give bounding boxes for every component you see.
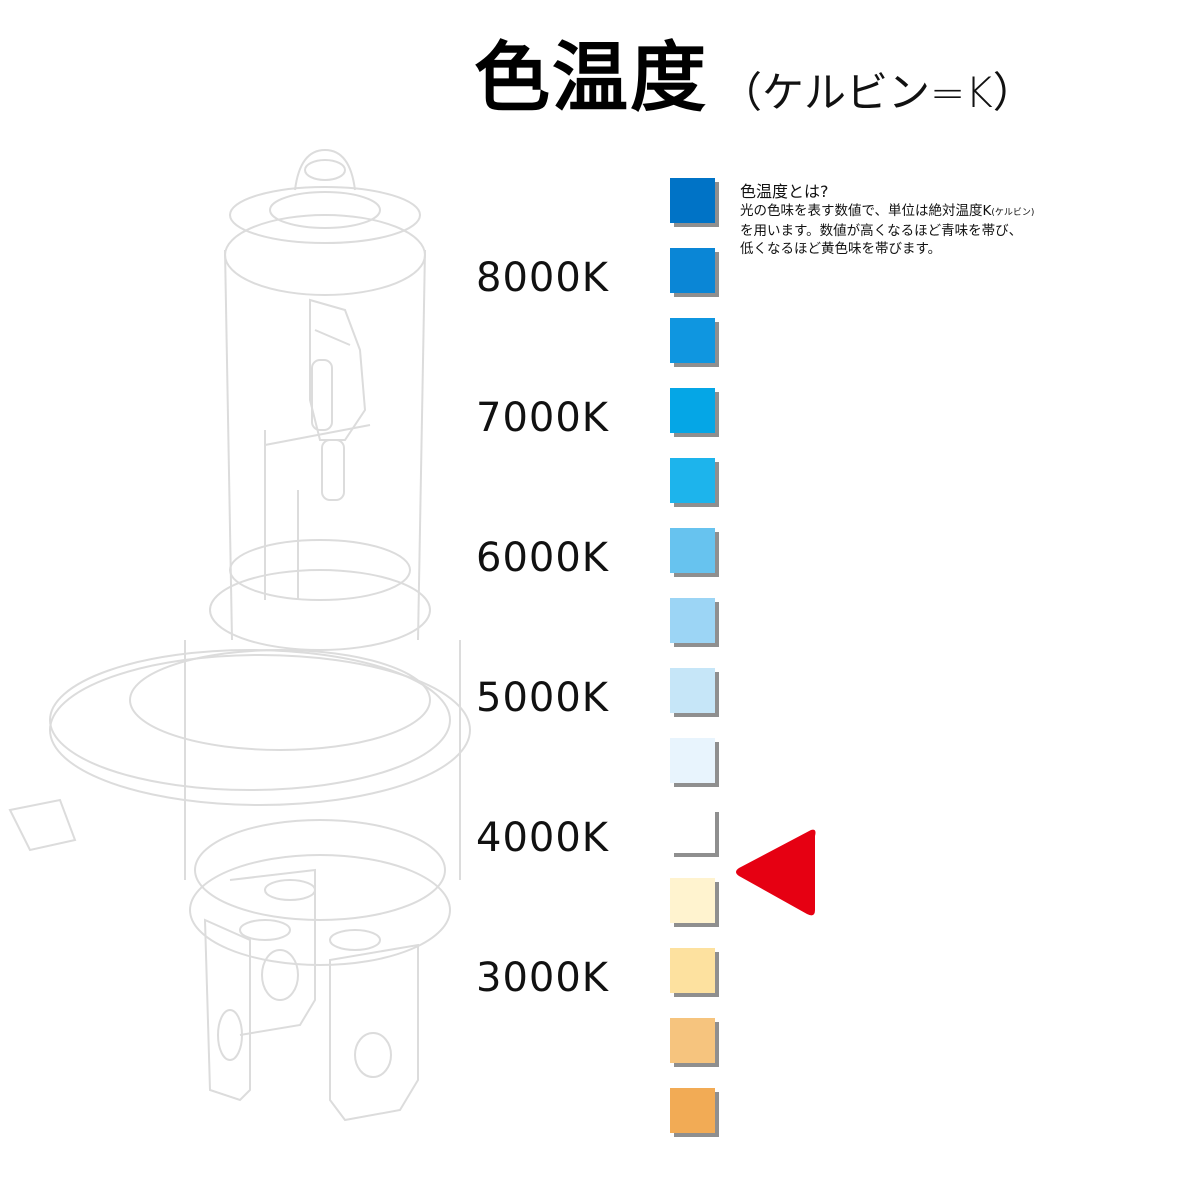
color-swatch <box>670 738 719 787</box>
color-swatch <box>670 528 719 577</box>
scale-label-3000k: 3000K <box>476 955 610 1001</box>
swatch-face <box>670 668 715 713</box>
color-swatch <box>670 388 719 437</box>
page-title: 色温度 <box>474 33 708 122</box>
swatch-face <box>670 318 715 363</box>
info-line: 低くなるほど黄色味を帯びます。 <box>740 241 942 257</box>
info-line: 光の色味を表す数値で、単位は絶対温度K(ケルビン) <box>740 202 1034 222</box>
scale-label-4000k: 4000K <box>476 815 610 861</box>
color-swatch <box>670 178 719 227</box>
swatch-face <box>670 878 715 923</box>
info-line-suffix: (ケルビン) <box>991 208 1035 218</box>
color-swatch <box>670 318 719 367</box>
color-swatch <box>670 878 719 927</box>
scale-label-5000k: 5000K <box>476 675 610 721</box>
info-heading: 色温度とは? <box>740 182 829 201</box>
swatch-face <box>670 1088 715 1133</box>
color-swatch <box>670 458 719 507</box>
swatch-face <box>670 248 715 293</box>
swatch-face <box>670 598 715 643</box>
info-line-text: 光の色味を表す数値で、単位は絶対温度K <box>740 203 992 219</box>
scale-label-7000k: 7000K <box>476 395 610 441</box>
color-swatch <box>670 1088 719 1137</box>
selected-pointer-icon <box>736 829 816 916</box>
info-box: 色温度とは? 光の色味を表す数値で、単位は絶対温度K(ケルビン) を用います。数… <box>740 182 1034 258</box>
swatch-face <box>670 808 715 853</box>
scale-label-8000k: 8000K <box>476 255 610 301</box>
swatch-face <box>670 1018 715 1063</box>
color-swatch <box>670 1018 719 1067</box>
page-subtitle: （ケルビン=K） <box>720 68 1035 117</box>
color-swatch <box>670 808 719 857</box>
scale-label-6000k: 6000K <box>476 535 610 581</box>
info-line: を用います。数値が高くなるほど青味を帯び、 <box>740 223 1023 239</box>
color-swatch <box>670 248 719 297</box>
swatch-face <box>670 178 715 223</box>
swatch-face <box>670 738 715 783</box>
color-swatch <box>670 668 719 717</box>
swatch-face <box>670 948 715 993</box>
halogen-bulb-illustration <box>8 148 471 1122</box>
swatch-face <box>670 528 715 573</box>
swatch-face <box>670 458 715 503</box>
swatch-face <box>670 388 715 433</box>
color-swatch <box>670 598 719 647</box>
color-swatch <box>670 948 719 997</box>
